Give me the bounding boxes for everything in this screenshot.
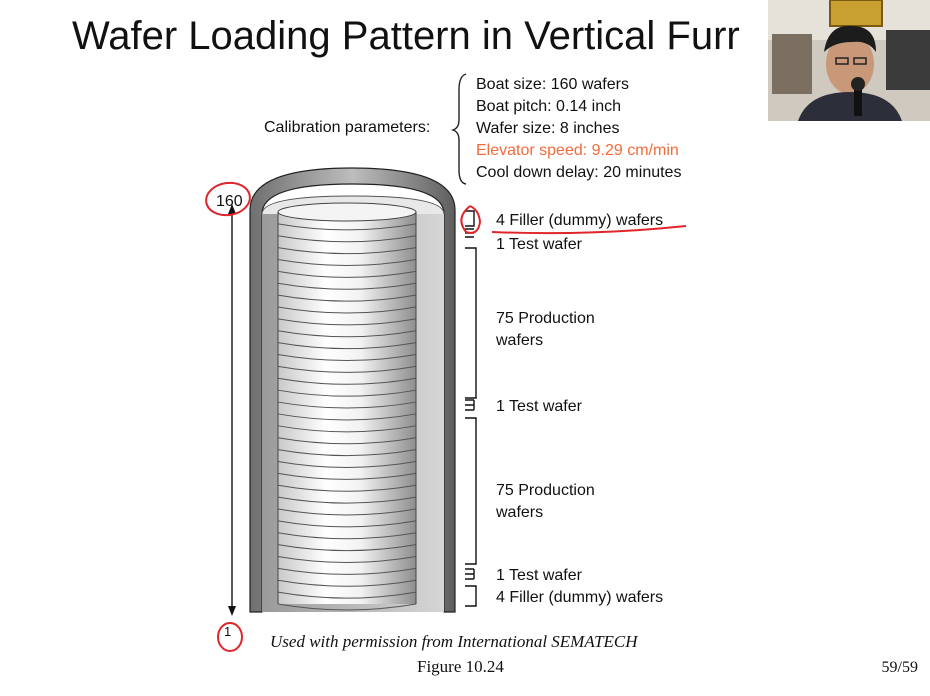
presenter-webcam [768, 0, 930, 121]
wafer-edge [277, 223, 417, 231]
params-brace [450, 73, 467, 185]
wafer-edge [277, 259, 417, 267]
bracket-filler-top [465, 210, 475, 227]
label-production-2-line2: wafers [496, 504, 544, 521]
wafer-edge [277, 389, 417, 397]
wafer-stack [277, 202, 417, 611]
figure-label: Figure 10.24 [417, 657, 504, 676]
wafer-edge [277, 318, 417, 326]
group-brackets [465, 210, 477, 607]
top-wafer [277, 202, 417, 222]
wafer-edge [277, 425, 417, 433]
label-test-bottom: 1 Test wafer [496, 567, 582, 584]
label-filler-top: 4 Filler (dummy) wafers [496, 212, 664, 229]
wafer-edge [277, 603, 417, 611]
calibration-label: Calibration parameters: [264, 119, 431, 136]
wafer-edge [277, 342, 417, 350]
wafer-edge [277, 449, 417, 457]
wafer-edge [277, 555, 417, 563]
wafer-edge [277, 401, 417, 409]
wafer-edge [277, 472, 417, 480]
bracket-filler-bottom [465, 585, 477, 607]
wafer-edge [277, 282, 417, 290]
bracket-test-bottom [465, 568, 475, 580]
param-boat-size: Boat size: 160 wafers [476, 76, 629, 93]
label-production-1-line2: wafers [496, 332, 544, 349]
label-production-1-line1: 75 Production [496, 310, 595, 327]
param-elevator-speed: Elevator speed: 9.29 cm/min [476, 142, 679, 159]
wafer-edge [277, 247, 417, 255]
circle-160-annotation [205, 181, 251, 217]
param-wafer-size: Wafer size: 8 inches [476, 120, 620, 137]
wafer-edge [277, 377, 417, 385]
param-cool-down: Cool down delay: 20 minutes [476, 164, 682, 181]
param-boat-pitch: Boat pitch: 0.14 inch [476, 98, 621, 115]
wafer-edge [277, 544, 417, 552]
underline-filler-annotation [491, 225, 687, 235]
wafer-edge [277, 496, 417, 504]
wafer-edge [277, 579, 417, 587]
wafer-edge [277, 330, 417, 338]
wafer-edge [277, 567, 417, 575]
bracket-test-middle [465, 399, 475, 411]
page-number: 59/59 [881, 659, 918, 676]
arrow-head-top [228, 204, 236, 214]
wafer-edge [277, 235, 417, 243]
arrow-head-bottom [228, 606, 236, 616]
circle-filler-annotation [460, 205, 482, 234]
slide-title: Wafer Loading Pattern in Vertical Furr [72, 14, 740, 58]
label-test-top: 1 Test wafer [496, 236, 582, 253]
wafer-edge [277, 354, 417, 362]
bracket-production-2 [465, 417, 477, 565]
wafer-edge [277, 270, 417, 278]
wafer-edge [277, 413, 417, 421]
bottom-number: 1 [224, 624, 231, 639]
figure-caption: Used with permission from International … [270, 632, 638, 651]
wafer-edge [277, 460, 417, 468]
red-annotations [205, 181, 687, 652]
wafer-edge [277, 484, 417, 492]
wafer-edge [277, 532, 417, 540]
circle-1-annotation [217, 622, 243, 652]
wafer-edge [277, 294, 417, 302]
label-filler-bottom: 4 Filler (dummy) wafers [496, 589, 664, 606]
label-test-middle: 1 Test wafer [496, 398, 582, 415]
top-number: 160 [216, 193, 243, 210]
wafer-edge [277, 437, 417, 445]
wafer-edge [277, 508, 417, 516]
wafer-edge [277, 591, 417, 599]
wafer-edge [277, 306, 417, 314]
label-production-2-line1: 75 Production [496, 482, 595, 499]
bracket-production-1 [465, 247, 477, 399]
wafer-edge [277, 520, 417, 528]
wafer-edge [277, 365, 417, 373]
